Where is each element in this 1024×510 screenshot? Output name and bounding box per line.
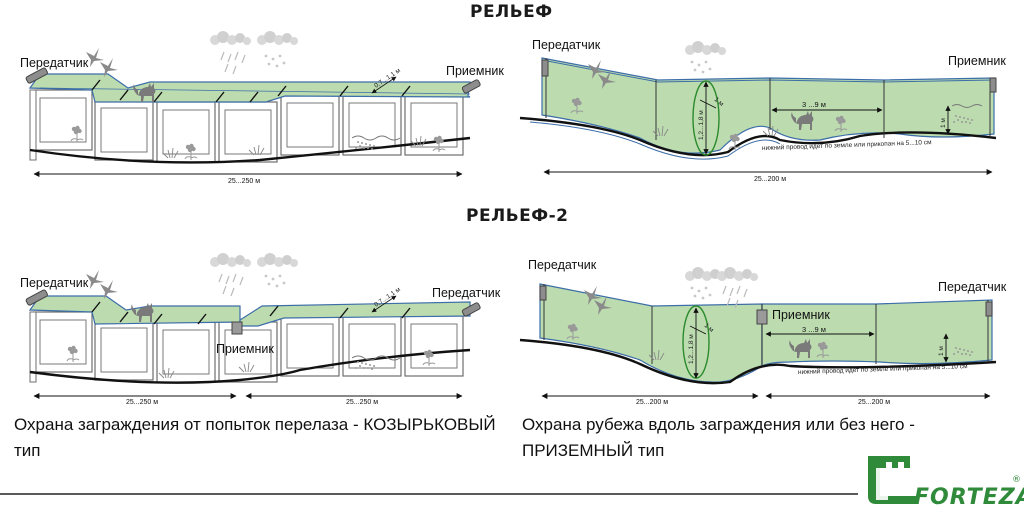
transmitter-label-bottom-right-right: Передатчик [938, 280, 1007, 294]
wire-note-bottom: нижний провод идет по земле или прикопан… [798, 362, 968, 376]
dim-label-1m-top: 1 м [940, 118, 947, 128]
receiver-label-top-right: Приемник [948, 54, 1006, 68]
heading-relief: РЕЛЬЕФ [470, 2, 553, 22]
fence-diagram-top-left [25, 31, 481, 177]
forteza-logo: FORTEZA ® [868, 456, 1024, 510]
heading-relief-2: РЕЛЬЕФ-2 [466, 206, 569, 226]
dim-label-1m-bottom: 1 м [938, 346, 945, 356]
transmitter-label-top-left: Передатчик [20, 56, 89, 70]
receiver-label-top-left: Приемник [446, 64, 504, 78]
transmitter-label-top-right: Передатчик [532, 38, 601, 52]
dimension-label-bottom-right-2: 25...200 м [858, 399, 891, 406]
receiver-label-bottom-left: Приемник [216, 342, 274, 356]
ground-zone-diagram-top-right [519, 41, 997, 175]
caption-left: Охрана заграждения от попыток перелаза -… [14, 415, 496, 460]
dim-label-12-18-top: 1,2...1,8 м [698, 110, 705, 140]
logo-registered-mark: ® [1012, 475, 1021, 485]
receiver-label-bottom-right: Приемник [772, 308, 830, 322]
dimension-label-3-9-top: 3 ...9 м [802, 100, 826, 109]
dim-label-12-18-bottom: 1,2...1,8 м [688, 334, 695, 364]
fence-diagram-bottom-left [25, 253, 481, 399]
dimension-label-bottom-right-1: 25...200 м [636, 399, 669, 406]
dimension-label-bottom-left-2: 25...250 м [346, 399, 379, 406]
transmitter-label-bottom-left: Передатчик [20, 276, 89, 290]
transmitter-label-bottom-right: Передатчик [528, 258, 597, 272]
dimension-label-top-right: 25...200 м [754, 176, 787, 183]
transmitter-label-bottom-left-right: Передатчик [432, 286, 501, 300]
logo-text: FORTEZA [914, 485, 1024, 510]
dimension-label-bottom-left-1: 25...250 м [126, 399, 159, 406]
ground-zone-diagram-bottom-right [519, 267, 997, 399]
dimension-label-top-left: 25...250 м [228, 178, 261, 185]
caption-right: Охрана рубежа вдоль заграждения или без … [522, 415, 915, 460]
dimension-label-3-9-bottom: 3 ...9 м [802, 325, 826, 334]
